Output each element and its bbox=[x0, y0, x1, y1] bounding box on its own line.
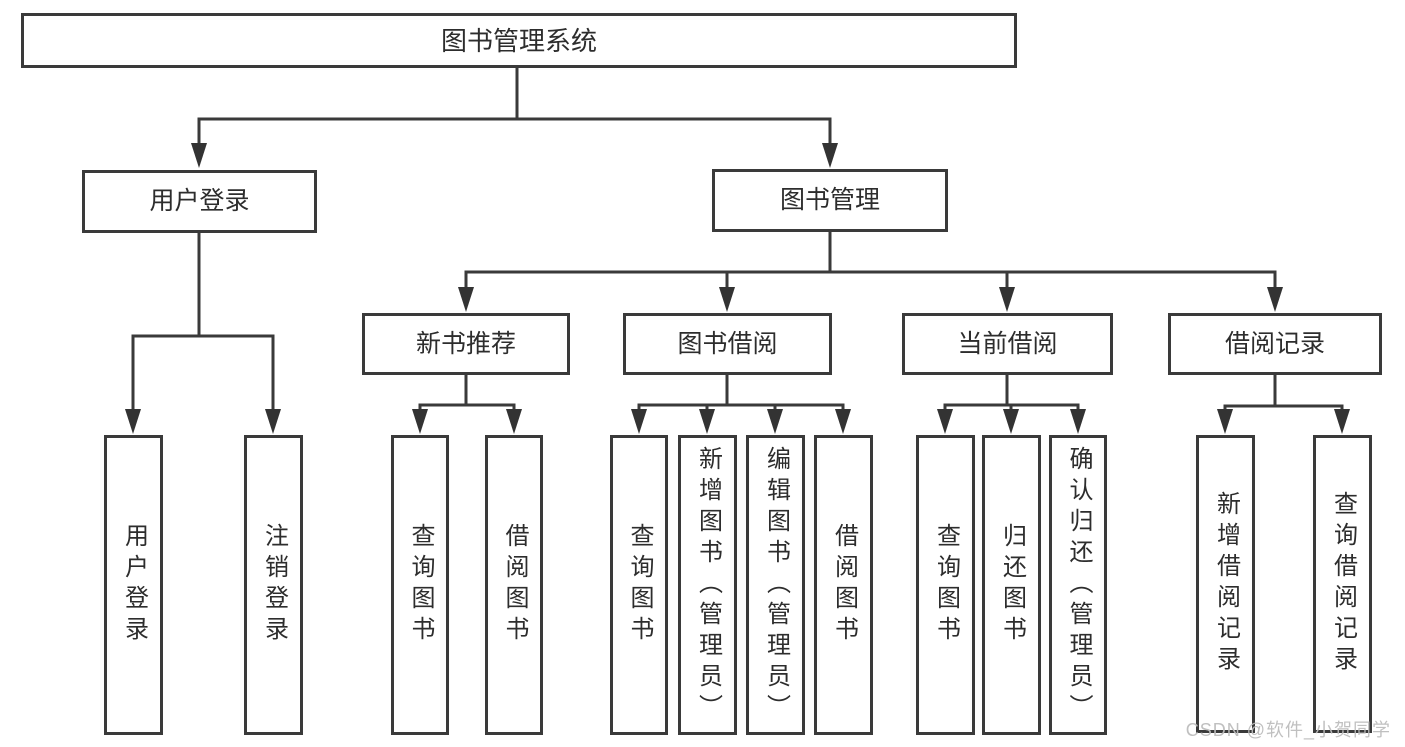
arrowhead bbox=[1217, 409, 1233, 434]
arrowhead bbox=[835, 409, 851, 434]
leaf-query-books-2: 查询图书 bbox=[610, 435, 668, 735]
arrowhead bbox=[719, 287, 735, 312]
arrowhead bbox=[1334, 409, 1350, 434]
leaf-query-borrow-record: 查询借阅记录 bbox=[1313, 435, 1372, 733]
leaf-query-books-1: 查询图书 bbox=[391, 435, 449, 735]
arrowhead bbox=[1003, 409, 1019, 434]
leaf-edit-books-admin: 编辑图书（管理员） bbox=[746, 435, 805, 735]
connector-userlogin-to-leaves bbox=[131, 334, 275, 414]
node-new-book-recommend: 新书推荐 bbox=[362, 313, 570, 375]
arrowhead bbox=[458, 287, 474, 312]
arrowhead bbox=[767, 409, 783, 434]
connector-bookmgmt-to-level3 bbox=[464, 270, 1277, 294]
leaf-confirm-return-admin: 确认归还（管理员） bbox=[1049, 435, 1107, 735]
node-book-management: 图书管理 bbox=[712, 169, 948, 232]
csdn-watermark: CSDN @软件_小贺同学 bbox=[1185, 720, 1391, 740]
node-current-borrow: 当前借阅 bbox=[902, 313, 1113, 375]
connector-bookborrow-to-leaves bbox=[637, 403, 845, 416]
arrowhead bbox=[412, 409, 428, 434]
leaf-add-books-admin: 新增图书（管理员） bbox=[678, 435, 737, 735]
arrowhead bbox=[822, 143, 838, 168]
node-book-borrow: 图书借阅 bbox=[623, 313, 832, 375]
leaf-return-books: 归还图书 bbox=[982, 435, 1041, 735]
arrowhead bbox=[506, 409, 522, 434]
node-user-login: 用户登录 bbox=[82, 170, 317, 233]
node-borrow-records: 借阅记录 bbox=[1168, 313, 1382, 375]
arrowhead bbox=[699, 409, 715, 434]
arrowhead bbox=[631, 409, 647, 434]
arrowhead bbox=[191, 143, 207, 168]
connector-records-to-leaves bbox=[1223, 404, 1344, 416]
leaf-user-login: 用户登录 bbox=[104, 435, 163, 735]
arrowhead bbox=[125, 409, 141, 434]
leaf-borrow-books-2: 借阅图书 bbox=[814, 435, 873, 735]
arrowhead bbox=[1070, 409, 1086, 434]
leaf-borrow-books-1: 借阅图书 bbox=[485, 435, 543, 735]
leaf-query-books-3: 查询图书 bbox=[916, 435, 975, 735]
arrowhead bbox=[265, 409, 281, 434]
connector-newbooks-to-leaves bbox=[418, 403, 516, 416]
leaf-logout: 注销登录 bbox=[244, 435, 303, 735]
node-root: 图书管理系统 bbox=[21, 13, 1017, 68]
connector-root-to-level2 bbox=[197, 117, 832, 148]
arrowhead bbox=[999, 287, 1015, 312]
leaf-add-borrow-record: 新增借阅记录 bbox=[1196, 435, 1255, 733]
arrowhead bbox=[1267, 287, 1283, 312]
arrowhead bbox=[937, 409, 953, 434]
